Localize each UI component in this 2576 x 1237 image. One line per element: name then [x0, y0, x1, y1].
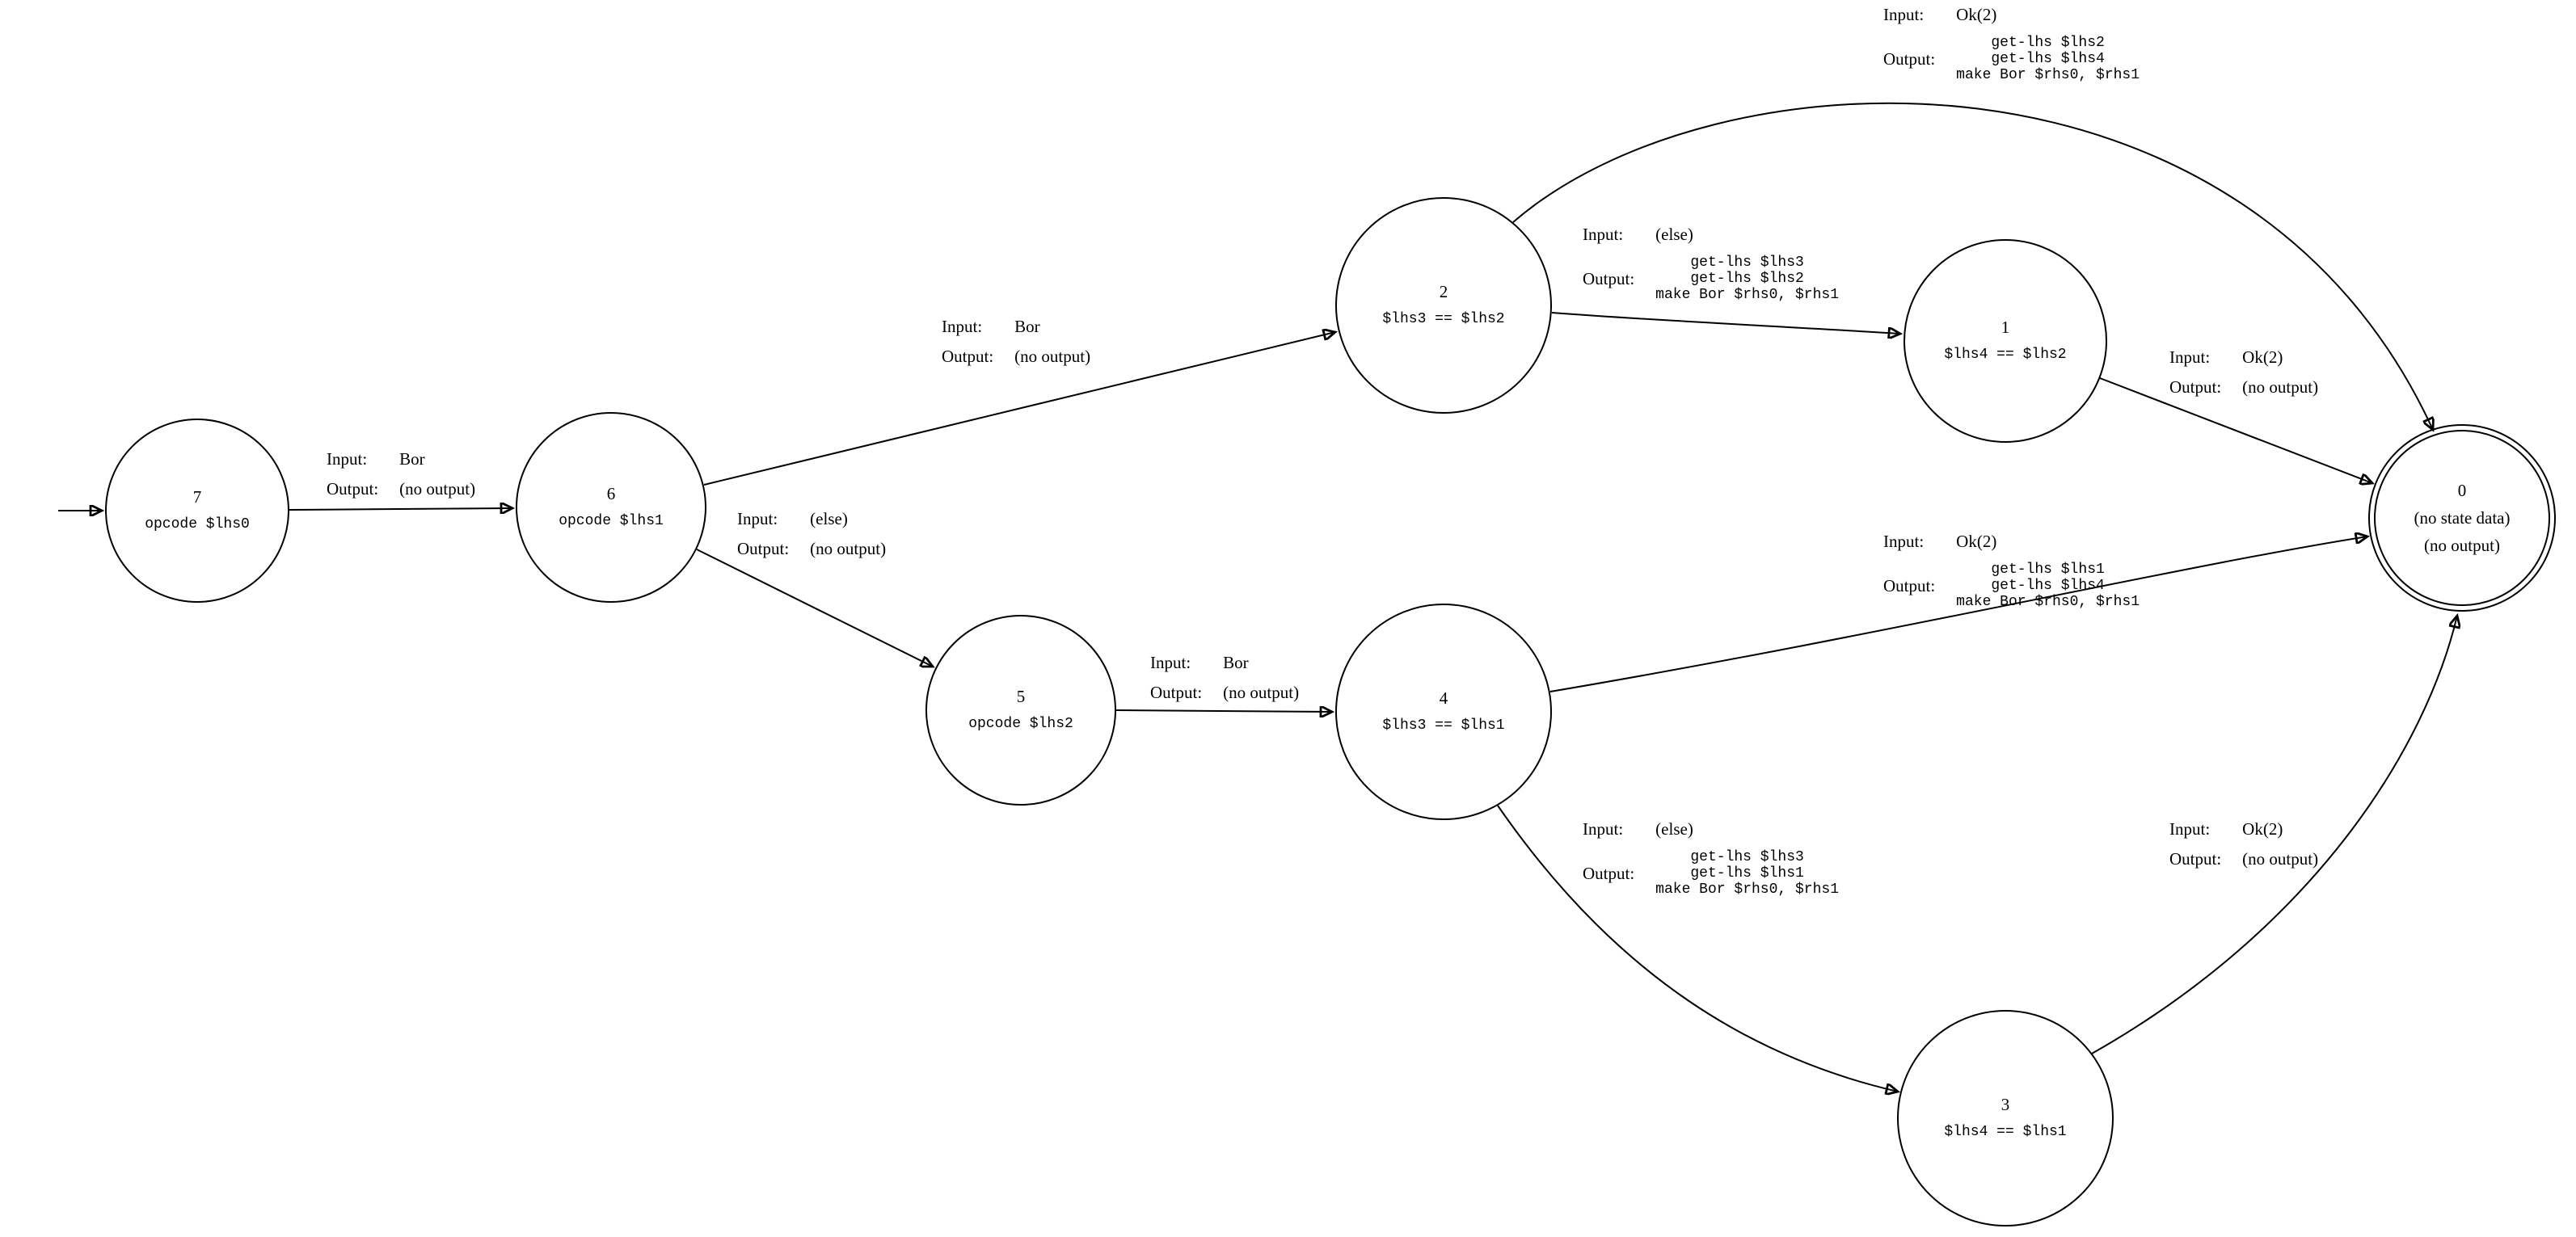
state-id: 6: [606, 484, 616, 503]
edge-label-3-0: Input: Ok(2) Output: (no output): [2169, 819, 2318, 869]
input-key: Input:: [942, 317, 983, 336]
edge-label-2-0: Input: Ok(2) Output: get-lhs $lhs2 get-l…: [1883, 5, 2140, 83]
state-node-7: 7 opcode $lhs0: [105, 419, 289, 603]
state-label: $lhs4 == $lhs2: [1944, 347, 2067, 363]
state-label: $lhs3 == $lhs2: [1382, 311, 1505, 327]
state-label: $lhs3 == $lhs1: [1382, 717, 1505, 734]
edge-4-to-3: [1497, 805, 1898, 1092]
input-key: Input:: [1150, 653, 1191, 672]
state-id: 4: [1439, 688, 1448, 708]
state-node-0-accepting: 0 (no state data) (no output): [2368, 424, 2556, 612]
state-id: 1: [2001, 318, 2010, 337]
output-key: Output:: [737, 539, 790, 558]
state-node-2: 2 $lhs3 == $lhs2: [1335, 197, 1552, 414]
state-label: opcode $lhs2: [968, 716, 1073, 732]
input-key: Input:: [2169, 819, 2211, 839]
output-key: Output:: [327, 479, 379, 499]
state-node-6: 6 opcode $lhs1: [516, 412, 706, 603]
input-value: Ok(2): [1956, 532, 1997, 551]
output-value: get-lhs $lhs3 get-lhs $lhs2 make Bor $rh…: [1655, 255, 1840, 303]
edge-2-to-0: [1512, 102, 2433, 430]
state-label: opcode $lhs0: [145, 516, 250, 532]
output-key: Output:: [1583, 863, 1635, 883]
input-key: Input:: [327, 449, 368, 469]
edge-label-2-1: Input: (else) Output: get-lhs $lhs3 get-…: [1583, 225, 1839, 303]
output-value: (no output): [2242, 849, 2319, 869]
input-value: Bor: [399, 449, 425, 469]
output-value: (no output): [1223, 683, 1300, 702]
input-key: Input:: [1583, 819, 1624, 839]
input-key: Input:: [1583, 225, 1624, 244]
edge-label-4-0: Input: Ok(2) Output: get-lhs $lhs1 get-l…: [1883, 532, 2140, 610]
state-label: (no state data): [2414, 508, 2511, 528]
input-value: Ok(2): [1956, 5, 1997, 24]
output-key: Output:: [942, 347, 994, 366]
state-id: 3: [2001, 1095, 2010, 1114]
state-id: 7: [192, 487, 202, 507]
state-node-5: 5 opcode $lhs2: [925, 615, 1116, 806]
edge-3-to-0: [2091, 616, 2457, 1054]
output-value: (no output): [1014, 347, 1091, 366]
output-value: get-lhs $lhs3 get-lhs $lhs1 make Bor $rh…: [1655, 849, 1840, 898]
output-key: Output:: [2169, 849, 2222, 869]
state-id: 5: [1016, 687, 1026, 706]
input-value: Ok(2): [2242, 347, 2283, 367]
input-value: Bor: [1223, 653, 1249, 672]
edge-label-6-2: Input: Bor Output: (no output): [942, 317, 1090, 367]
output-key: Output:: [1583, 268, 1635, 288]
output-value: (no output): [399, 479, 476, 499]
edge-4-to-0: [1549, 536, 2367, 692]
edge-1-to-0: [2099, 377, 2372, 483]
input-value: (else): [1655, 225, 1693, 244]
edge-label-6-5: Input: (else) Output: (no output): [737, 509, 886, 559]
state-id: 2: [1439, 282, 1448, 301]
input-value: (else): [810, 509, 848, 528]
output-value: get-lhs $lhs2 get-lhs $lhs4 make Bor $rh…: [1956, 35, 2140, 83]
input-key: Input:: [1883, 5, 1925, 24]
output-key: Output:: [1883, 48, 1936, 69]
state-label: opcode $lhs1: [559, 513, 664, 529]
output-value: (no output): [810, 539, 887, 558]
input-value: Bor: [1014, 317, 1040, 336]
state-label: $lhs4 == $lhs1: [1944, 1124, 2067, 1140]
input-key: Input:: [737, 509, 778, 528]
edge-2-to-1: [1551, 312, 1900, 334]
edge-6-to-5: [696, 549, 933, 667]
state-node-4: 4 $lhs3 == $lhs1: [1335, 604, 1552, 820]
edge-6-to-2: [703, 332, 1335, 486]
state-label: (no output): [2424, 536, 2500, 555]
input-value: (else): [1655, 819, 1693, 839]
edge-5-to-4: [1115, 710, 1332, 712]
input-key: Input:: [2169, 347, 2211, 367]
input-value: Ok(2): [2242, 819, 2283, 839]
output-key: Output:: [1150, 683, 1203, 702]
edge-7-to-6: [289, 508, 512, 510]
edge-label-7-6: Input: Bor Output: (no output): [327, 449, 475, 499]
edge-label-5-4: Input: Bor Output: (no output): [1150, 653, 1299, 703]
edge-label-1-0: Input: Ok(2) Output: (no output): [2169, 347, 2318, 398]
input-key: Input:: [1883, 532, 1925, 551]
edge-label-4-3: Input: (else) Output: get-lhs $lhs3 get-…: [1583, 819, 1839, 898]
state-node-1: 1 $lhs4 == $lhs2: [1904, 239, 2107, 443]
output-key: Output:: [2169, 377, 2222, 397]
state-node-3: 3 $lhs4 == $lhs1: [1897, 1010, 2114, 1226]
output-value: get-lhs $lhs1 get-lhs $lhs4 make Bor $rh…: [1956, 562, 2140, 610]
output-key: Output:: [1883, 575, 1936, 595]
output-value: (no output): [2242, 377, 2319, 397]
state-id: 0: [2457, 481, 2467, 500]
